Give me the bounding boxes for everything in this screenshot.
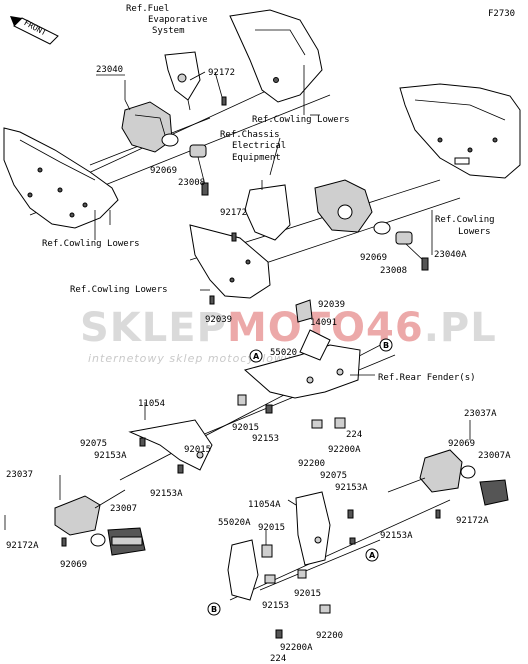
label-92172a-b: 92172A — [456, 516, 489, 526]
label-92069-b: 92069 — [360, 253, 387, 263]
label-92200-b: 92200 — [316, 631, 343, 641]
label-92015-a: 92015 — [232, 423, 259, 433]
label-55020a: 55020A — [218, 518, 251, 528]
rear-fender-bracket — [243, 299, 361, 399]
label-92069-d: 92069 — [60, 560, 87, 570]
watermark-part-b: MOTO — [227, 305, 366, 351]
label-92075-b: 92075 — [320, 471, 347, 481]
ref-cowling-lowers-right-line1: Ref.Cowling — [435, 215, 495, 225]
label-92172-b: 92172 — [220, 208, 247, 218]
label-92172-a: 92172 — [208, 68, 235, 78]
label-92200-a: 92200 — [298, 459, 325, 469]
label-92153a-b: 92153A — [150, 489, 183, 499]
label-23037: 23037 — [6, 470, 33, 480]
label-92200a-b: 92200A — [280, 643, 313, 653]
marker-a2: A — [365, 548, 379, 562]
marker-b2: B — [207, 602, 221, 616]
label-92172a-a: 92172A — [6, 541, 39, 551]
ref-chassis-line1: Ref.Chassis — [220, 130, 280, 140]
label-92069-a: 92069 — [150, 166, 177, 176]
label-11054: 11054 — [138, 399, 165, 409]
small-hardware — [139, 96, 356, 639]
label-23040a: 23040A — [434, 250, 467, 260]
ref-fuel-evap-line3: System — [152, 26, 185, 36]
bracket-11054a — [295, 491, 331, 566]
label-92015-d: 92015 — [294, 589, 321, 599]
label-92153-b: 92153 — [262, 601, 289, 611]
ref-cowling-lowers-top: Ref.Cowling Lowers — [252, 115, 350, 125]
front-left-turn-signal — [121, 101, 209, 196]
front-right-turn-signal — [314, 179, 429, 271]
center-upper-cowl — [229, 9, 323, 103]
label-92039-b: 92039 — [205, 315, 232, 325]
svg-text:A: A — [369, 551, 376, 560]
label-92039-a: 92039 — [318, 300, 345, 310]
bracket-55020a — [227, 539, 276, 601]
label-92075-a: 92075 — [80, 439, 107, 449]
label-23007a: 23007A — [478, 451, 511, 461]
label-92015-b: 92015 — [184, 445, 211, 455]
right-cowl-panel — [399, 83, 521, 179]
svg-text:B: B — [383, 341, 389, 350]
label-224-b: 224 — [270, 654, 286, 664]
label-23008-b: 23008 — [380, 266, 407, 276]
ref-chassis-line3: Equipment — [232, 153, 281, 163]
label-92069-c: 92069 — [448, 439, 475, 449]
chassis-bracket — [244, 180, 291, 241]
watermark-part-c: 46 — [366, 305, 424, 351]
label-92153a-d: 92153A — [380, 531, 413, 541]
svg-text:SKLEPMOTO46.PL: SKLEPMOTO46.PL — [80, 305, 497, 351]
svg-text:B: B — [211, 605, 217, 614]
ref-fuel-evap-line1: Ref.Fuel — [126, 4, 169, 14]
svg-text:A: A — [253, 352, 260, 361]
mid-cowl-piece — [189, 224, 271, 299]
watermark-subtitle: internetowy sklep motocyklowy — [88, 352, 292, 365]
label-92153: 92153 — [252, 434, 279, 444]
left-cowl-panel — [3, 127, 119, 229]
diagram-id: F2730 — [488, 9, 515, 19]
ref-cowling-lowers-left: Ref.Cowling Lowers — [42, 239, 140, 249]
marker-b1: B — [379, 338, 393, 352]
label-23040: 23040 — [96, 65, 123, 75]
watermark: SKLEPMOTO46.PL internetowy sklep motocyk… — [80, 305, 497, 365]
watermark-part-d: .PL — [424, 305, 497, 351]
labels: Ref.Fuel Evaporative System 23040 92172 … — [6, 4, 511, 664]
label-23007: 23007 — [110, 504, 137, 514]
label-11054a: 11054A — [248, 500, 281, 510]
label-92153a-a: 92153A — [94, 451, 127, 461]
leader-lines — [4, 65, 471, 545]
ref-rear-fender: Ref.Rear Fender(s) — [378, 373, 476, 383]
rear-right-turn-signal — [387, 449, 509, 519]
label-55020: 55020 — [270, 348, 297, 358]
front-arrow-icon: FRONT — [10, 16, 59, 45]
ref-cowling-lowers-mid: Ref.Cowling Lowers — [70, 285, 168, 295]
bracket-11054 — [128, 419, 213, 471]
watermark-part-a: SKLEP — [80, 305, 227, 351]
marker-a1: A — [249, 349, 263, 363]
rear-left-turn-signal — [54, 489, 146, 556]
ref-chassis-line2: Electrical — [232, 141, 286, 151]
label-92200a-a: 92200A — [328, 445, 361, 455]
label-14091: 14091 — [310, 318, 337, 328]
ref-fuel-evap-line2: Evaporative — [148, 15, 208, 25]
label-23008-a: 23008 — [178, 178, 205, 188]
label-224-a: 224 — [346, 430, 362, 440]
label-23037a: 23037A — [464, 409, 497, 419]
label-92153a-c: 92153A — [335, 483, 368, 493]
label-92015-c: 92015 — [258, 523, 285, 533]
fuel-evap-bracket — [164, 51, 201, 111]
ref-cowling-lowers-right-line2: Lowers — [458, 227, 491, 237]
